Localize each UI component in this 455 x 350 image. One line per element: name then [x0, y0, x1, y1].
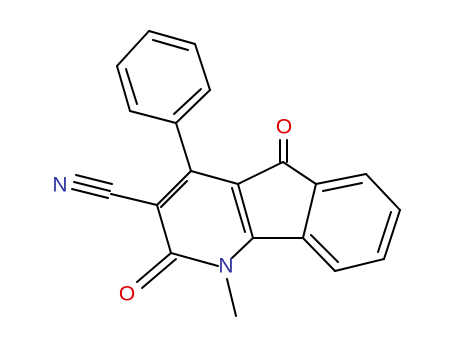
nitrile-group — [71, 174, 158, 206]
double-bond-inner — [377, 211, 392, 253]
bond — [302, 183, 317, 239]
benzo-ring — [302, 173, 401, 272]
bond — [156, 204, 172, 254]
double-bond-inner — [173, 88, 202, 115]
double-bond-inner — [125, 68, 138, 105]
bond — [170, 252, 219, 267]
ketone-carbonyl — [279, 139, 288, 163]
bond-n-methyl — [226, 278, 237, 317]
bond — [175, 89, 211, 124]
amide-carbonyl — [136, 252, 177, 289]
double-bond — [141, 258, 177, 289]
double-bond-inner — [310, 234, 339, 263]
bond — [190, 170, 239, 185]
double-bond-inner — [322, 182, 363, 192]
triple-bond — [73, 181, 111, 192]
bond — [282, 161, 317, 185]
nitrogen-nitrile-label: N — [52, 174, 67, 197]
cyclopentanone-ring — [237, 161, 317, 239]
double-bond — [136, 252, 172, 283]
bond — [383, 209, 401, 260]
oxygen-ketone-label: O — [276, 116, 292, 139]
pyridinone-ring — [156, 170, 254, 267]
triple-bond — [75, 174, 113, 185]
bond — [156, 170, 192, 206]
bond — [116, 65, 131, 112]
bond — [237, 183, 254, 239]
bond — [129, 110, 177, 124]
triple-bond — [71, 188, 109, 199]
double-bond-inner — [231, 187, 246, 233]
bond-phenyl-c4 — [175, 122, 192, 172]
oxygen-amide-label: O — [119, 283, 135, 306]
double-bond-inner — [160, 180, 188, 208]
bond — [302, 237, 336, 272]
bond — [194, 43, 211, 91]
bond — [315, 173, 367, 185]
nitrogen-ring-label: N — [218, 255, 233, 278]
double-bond-inner — [152, 39, 189, 51]
bond — [365, 173, 401, 211]
bond — [231, 237, 254, 259]
bond — [148, 30, 196, 45]
phenyl-ring — [116, 30, 211, 124]
bond — [237, 161, 284, 185]
bond — [110, 193, 158, 206]
bond — [116, 30, 150, 67]
bond — [334, 258, 385, 272]
